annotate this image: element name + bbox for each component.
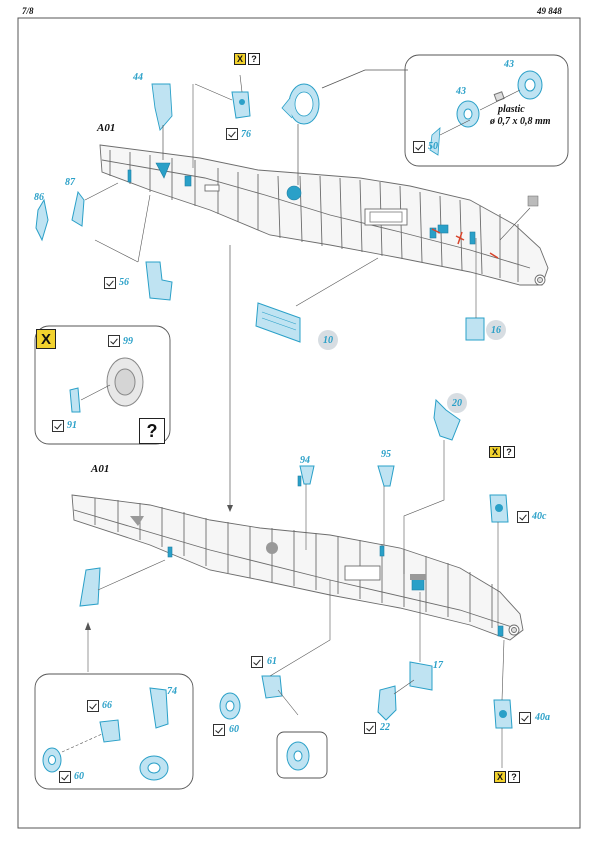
check-60-b[interactable] [59, 771, 71, 783]
badge-10: 10 [318, 330, 338, 350]
part-22 [377, 685, 397, 721]
x-marker-40c: X [489, 446, 501, 458]
check-50[interactable] [413, 141, 425, 153]
grey-details-bottom [130, 516, 426, 580]
part-56 [145, 261, 173, 301]
check-61[interactable] [251, 656, 263, 668]
plastic-note: plastic ø 0,7 x 0,8 mm [490, 104, 551, 128]
label-66: 66 [102, 700, 112, 711]
check-60-a[interactable] [213, 724, 225, 736]
part-17 [409, 592, 433, 691]
label-91: 91 [67, 420, 77, 431]
part-40a [493, 639, 513, 768]
kit-code: 49 848 [537, 6, 562, 16]
wheel-part-43-large [281, 83, 320, 125]
x-marker-40a: X [494, 771, 506, 783]
part-86 [35, 198, 49, 242]
label-43-mid: 43 [456, 86, 466, 97]
part-61-60 [219, 580, 331, 720]
label-99: 99 [123, 336, 133, 347]
installed-parts-top [127, 162, 476, 245]
badge-20: 20 [447, 393, 467, 413]
question-marker-76: ? [248, 53, 260, 65]
fuselage-top [99, 144, 549, 286]
label-44: 44 [133, 72, 143, 83]
page-number: 7/8 [22, 6, 34, 16]
label-22: 22 [380, 722, 390, 733]
leader-87 [84, 182, 119, 201]
check-76[interactable] [226, 128, 238, 140]
check-99[interactable] [108, 335, 120, 347]
leader-arrow-up [85, 622, 91, 630]
part-40c [489, 494, 509, 626]
detail-43-small [429, 70, 543, 156]
label-95: 95 [381, 449, 391, 460]
part-95 [377, 465, 395, 487]
part-16 [465, 195, 539, 341]
leader-22 [393, 679, 415, 695]
leader-arrow [227, 505, 233, 512]
check-91[interactable] [52, 420, 64, 432]
part-44 [151, 83, 173, 131]
label-74: 74 [167, 686, 177, 697]
part-99-wheel [69, 357, 144, 413]
callout-leader [321, 69, 366, 89]
label-87: 87 [65, 177, 75, 188]
note-line-2: ø 0,7 x 0,8 mm [490, 116, 551, 127]
label-50: 50 [428, 141, 438, 152]
label-56: 56 [119, 277, 129, 288]
check-66[interactable] [87, 700, 99, 712]
badge-20-text: 20 [452, 397, 462, 409]
part-10-panel [255, 257, 379, 343]
label-86: 86 [34, 192, 44, 203]
label-40c: 40c [532, 511, 547, 522]
question-marker-40a: ? [508, 771, 520, 783]
part-panel-left [79, 567, 101, 607]
question-marker-40c: ? [503, 446, 515, 458]
label-40a: 40a [535, 712, 550, 723]
check-40c[interactable] [517, 511, 529, 523]
label-17: 17 [433, 660, 443, 671]
label-60-b: 60 [74, 771, 84, 782]
leader-20 [403, 440, 445, 574]
part-20 [433, 398, 461, 441]
label-43-top: 43 [504, 59, 514, 70]
label-94: 94 [300, 455, 310, 466]
leader-56 [94, 194, 151, 263]
check-56[interactable] [104, 277, 116, 289]
label-60-a: 60 [229, 724, 239, 735]
x-marker-76: X [234, 53, 246, 65]
x-marker-large: X [36, 329, 56, 349]
question-marker-large: ? [139, 418, 165, 444]
inset-small-bottom [276, 731, 328, 779]
inset-panel-bottom-left [34, 673, 194, 790]
leader-panel [97, 559, 166, 591]
inset-bottom-parts [42, 687, 169, 781]
red-details-top [431, 228, 499, 259]
check-22[interactable] [364, 722, 376, 734]
part-87 [71, 190, 85, 227]
inset-panel-left [34, 325, 171, 445]
badge-16: 16 [486, 320, 506, 340]
installed-parts-bottom [167, 475, 504, 637]
detail-callout-top [404, 54, 569, 167]
part-76 [192, 74, 251, 168]
inset-wheel [286, 741, 310, 771]
check-40a[interactable] [519, 712, 531, 724]
label-76: 76 [241, 129, 251, 140]
badge-10-text: 10 [323, 334, 333, 346]
note-line-1: plastic [498, 104, 525, 115]
section-label-top: A01 [97, 122, 116, 134]
part-94 [299, 465, 315, 485]
label-61: 61 [267, 656, 277, 667]
badge-16-text: 16 [491, 324, 501, 336]
section-label-bottom: A01 [91, 463, 110, 475]
